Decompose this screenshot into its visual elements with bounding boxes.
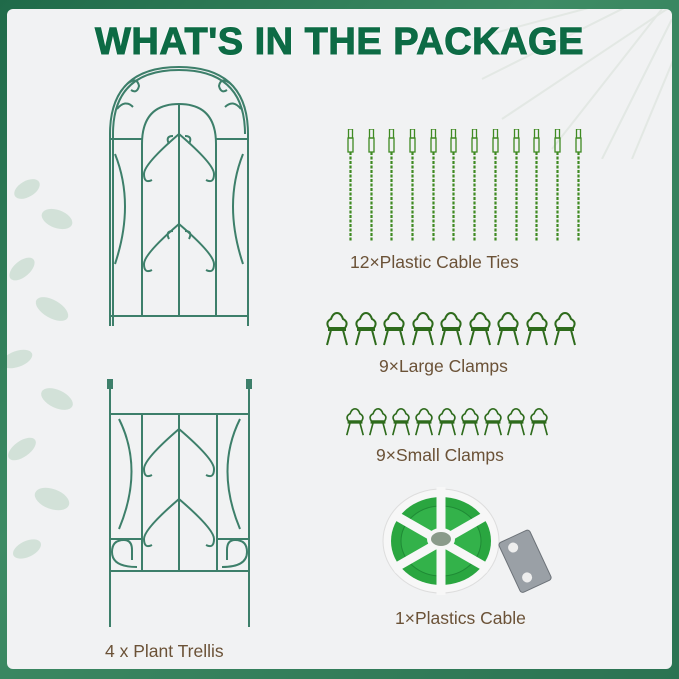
cable-tie-icon	[388, 129, 396, 241]
cable-tie-icon	[574, 129, 582, 241]
cable-tie-icon	[450, 129, 458, 241]
arched-trellis-icon	[109, 65, 249, 326]
cable-tie-icon	[492, 129, 499, 241]
large-clamps-group	[325, 312, 577, 346]
small-clamp-icon	[391, 408, 411, 436]
small-clamps-group	[345, 408, 549, 436]
small-clamp-icon	[345, 408, 365, 436]
small-clamp-icon	[506, 408, 526, 436]
cable-tie-icon	[554, 129, 561, 241]
large-clamp-icon	[554, 312, 576, 346]
cable-tie-icon	[533, 129, 540, 241]
small-clamp-icon	[414, 408, 434, 436]
cable-ties-group	[347, 129, 582, 241]
small-clamps-caption: 9×Small Clamps	[376, 445, 504, 465]
large-clamp-icon	[525, 312, 548, 346]
large-clamp-icon	[497, 312, 519, 346]
large-clamp-icon	[326, 312, 348, 346]
large-clamp-icon	[354, 312, 377, 346]
large-clamp-icon	[468, 312, 491, 346]
cable-tie-icon	[347, 129, 354, 241]
cable-reel-icon	[382, 487, 552, 595]
cable-tie-icon	[368, 129, 375, 241]
cable-ties-caption: 12×Plastic Cable Ties	[350, 252, 519, 272]
short-trellis-icon	[107, 379, 252, 627]
cable-tie-icon	[430, 129, 437, 241]
small-clamp-icon	[460, 408, 480, 436]
decorative-palm-icon	[471, 9, 672, 159]
page-title: WHAT'S IN THE PACKAGE	[95, 21, 584, 64]
plastics-cable-caption: 1×Plastics Cable	[395, 608, 526, 628]
cable-tie-icon	[471, 129, 478, 241]
small-clamp-icon	[368, 408, 388, 436]
cable-tie-icon	[409, 129, 416, 241]
trellis-caption: 4 x Plant Trellis	[105, 641, 224, 661]
small-clamp-icon	[483, 408, 503, 436]
small-clamp-icon	[437, 408, 457, 436]
large-clamp-icon	[440, 312, 462, 346]
small-clamp-icon	[529, 408, 549, 436]
cable-tie-icon	[512, 129, 520, 241]
large-clamp-icon	[383, 312, 405, 346]
large-clamp-icon	[411, 312, 434, 346]
large-clamps-caption: 9×Large Clamps	[379, 356, 508, 376]
decorative-leaves-icon	[7, 179, 73, 559]
package-card: WHAT'S IN THE PACKAGE	[7, 9, 672, 669]
